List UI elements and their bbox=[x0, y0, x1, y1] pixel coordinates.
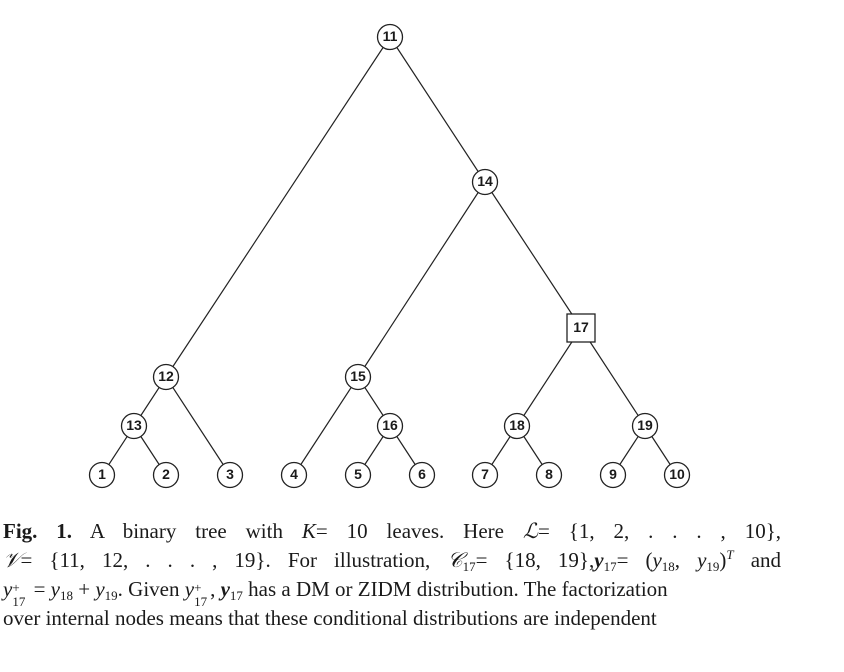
node-label: 1 bbox=[98, 466, 106, 482]
tree-node-2: 2 bbox=[152, 461, 180, 489]
tree-node-4: 4 bbox=[280, 461, 308, 489]
node-circle bbox=[471, 461, 499, 489]
node-circle bbox=[280, 461, 308, 489]
node-label: 2 bbox=[162, 466, 170, 482]
tree-node-8: 8 bbox=[535, 461, 563, 489]
node-circle bbox=[631, 412, 659, 440]
caption-text: = {11, 12, . . . , 19}. bbox=[20, 548, 271, 572]
node-circle bbox=[344, 461, 372, 489]
math-children-set: 𝒞17= {18, 19},y17= (y18, y19)T bbox=[447, 547, 734, 574]
node-circle bbox=[408, 461, 436, 489]
caption-line-2: 𝒱= {11, 12, . . . , 19}. For illustratio… bbox=[3, 546, 781, 575]
tree-node-12: 12 bbox=[152, 363, 180, 391]
node-label: 10 bbox=[669, 466, 685, 482]
caption-text: and bbox=[750, 548, 782, 572]
node-label: 8 bbox=[545, 466, 553, 482]
node-label: 13 bbox=[126, 417, 142, 433]
caption-line-4: over internal nodes means that these con… bbox=[3, 606, 657, 630]
tree-node-13: 13 bbox=[120, 412, 148, 440]
tree-node-11: 11 bbox=[376, 23, 404, 51]
caption-text: = {1, 2, . . . , 10}, bbox=[538, 519, 782, 543]
tree-node-16: 16 bbox=[376, 412, 404, 440]
caption-text: leaves. Here bbox=[386, 519, 504, 543]
tree-node-1: 1 bbox=[88, 461, 116, 489]
node-circle bbox=[503, 412, 531, 440]
node-circle bbox=[663, 461, 691, 489]
tree-node-6: 6 bbox=[408, 461, 436, 489]
tree-edge-14-17 bbox=[484, 181, 582, 329]
node-label: 12 bbox=[158, 368, 174, 384]
math-K: K bbox=[301, 519, 316, 543]
node-circle bbox=[599, 461, 627, 489]
node-label: 5 bbox=[354, 466, 362, 482]
node-label: 3 bbox=[226, 466, 234, 482]
node-label: 11 bbox=[383, 28, 398, 44]
node-circle bbox=[216, 461, 244, 489]
caption-text: = 10 bbox=[315, 519, 368, 543]
node-label: 17 bbox=[573, 319, 589, 335]
tree-node-15: 15 bbox=[344, 363, 372, 391]
tree-edge-14-15 bbox=[357, 181, 486, 378]
caption-line-3: y+17 = y18 + y19. Given y+17, y17 has a … bbox=[3, 577, 668, 609]
node-label: 15 bbox=[350, 368, 366, 384]
caption-text: A binary tree with bbox=[89, 519, 283, 543]
node-label: 14 bbox=[477, 173, 493, 189]
tree-node-10: 10 bbox=[663, 461, 691, 489]
tree-edge-15-4 bbox=[293, 376, 359, 476]
tree-node-9: 9 bbox=[599, 461, 627, 489]
tree-edges bbox=[101, 36, 678, 476]
node-square bbox=[566, 313, 596, 343]
caption-line-1: Fig. 1. A binary tree with K= 10 leaves.… bbox=[3, 517, 781, 546]
node-circle bbox=[120, 412, 148, 440]
math-internal-set-symbol: 𝒱 bbox=[3, 548, 21, 572]
node-circle bbox=[471, 168, 499, 196]
tree-edge-17-19 bbox=[580, 327, 646, 427]
caption-text: For illustration, bbox=[287, 548, 431, 572]
tree-node-17: 17 bbox=[566, 313, 596, 343]
tree-node-18: 18 bbox=[503, 412, 531, 440]
math-leaf-set-symbol: ℒ bbox=[522, 519, 538, 543]
node-circle bbox=[152, 363, 180, 391]
node-label: 19 bbox=[637, 417, 653, 433]
tree-node-7: 7 bbox=[471, 461, 499, 489]
tree-edge-11-12 bbox=[165, 36, 391, 378]
node-circle bbox=[376, 23, 404, 51]
tree-node-5: 5 bbox=[344, 461, 372, 489]
tree-edge-12-3 bbox=[165, 376, 231, 476]
node-label: 9 bbox=[609, 466, 617, 482]
tree-node-14: 14 bbox=[471, 168, 499, 196]
node-circle bbox=[344, 363, 372, 391]
tree-edge-17-18 bbox=[516, 327, 582, 427]
node-circle bbox=[88, 461, 116, 489]
figure-caption: Fig. 1. A binary tree with K= 10 leaves.… bbox=[3, 517, 781, 633]
tree-edge-11-14 bbox=[389, 36, 486, 183]
node-circle bbox=[376, 412, 404, 440]
figure-label: Fig. 1. bbox=[3, 519, 73, 543]
node-label: 16 bbox=[382, 417, 398, 433]
node-circle bbox=[152, 461, 180, 489]
tree-node-3: 3 bbox=[216, 461, 244, 489]
node-circle bbox=[535, 461, 563, 489]
node-label: 7 bbox=[481, 466, 489, 482]
node-label: 18 bbox=[509, 417, 525, 433]
node-label: 4 bbox=[290, 466, 298, 482]
node-label: 6 bbox=[418, 466, 426, 482]
tree-node-19: 19 bbox=[631, 412, 659, 440]
